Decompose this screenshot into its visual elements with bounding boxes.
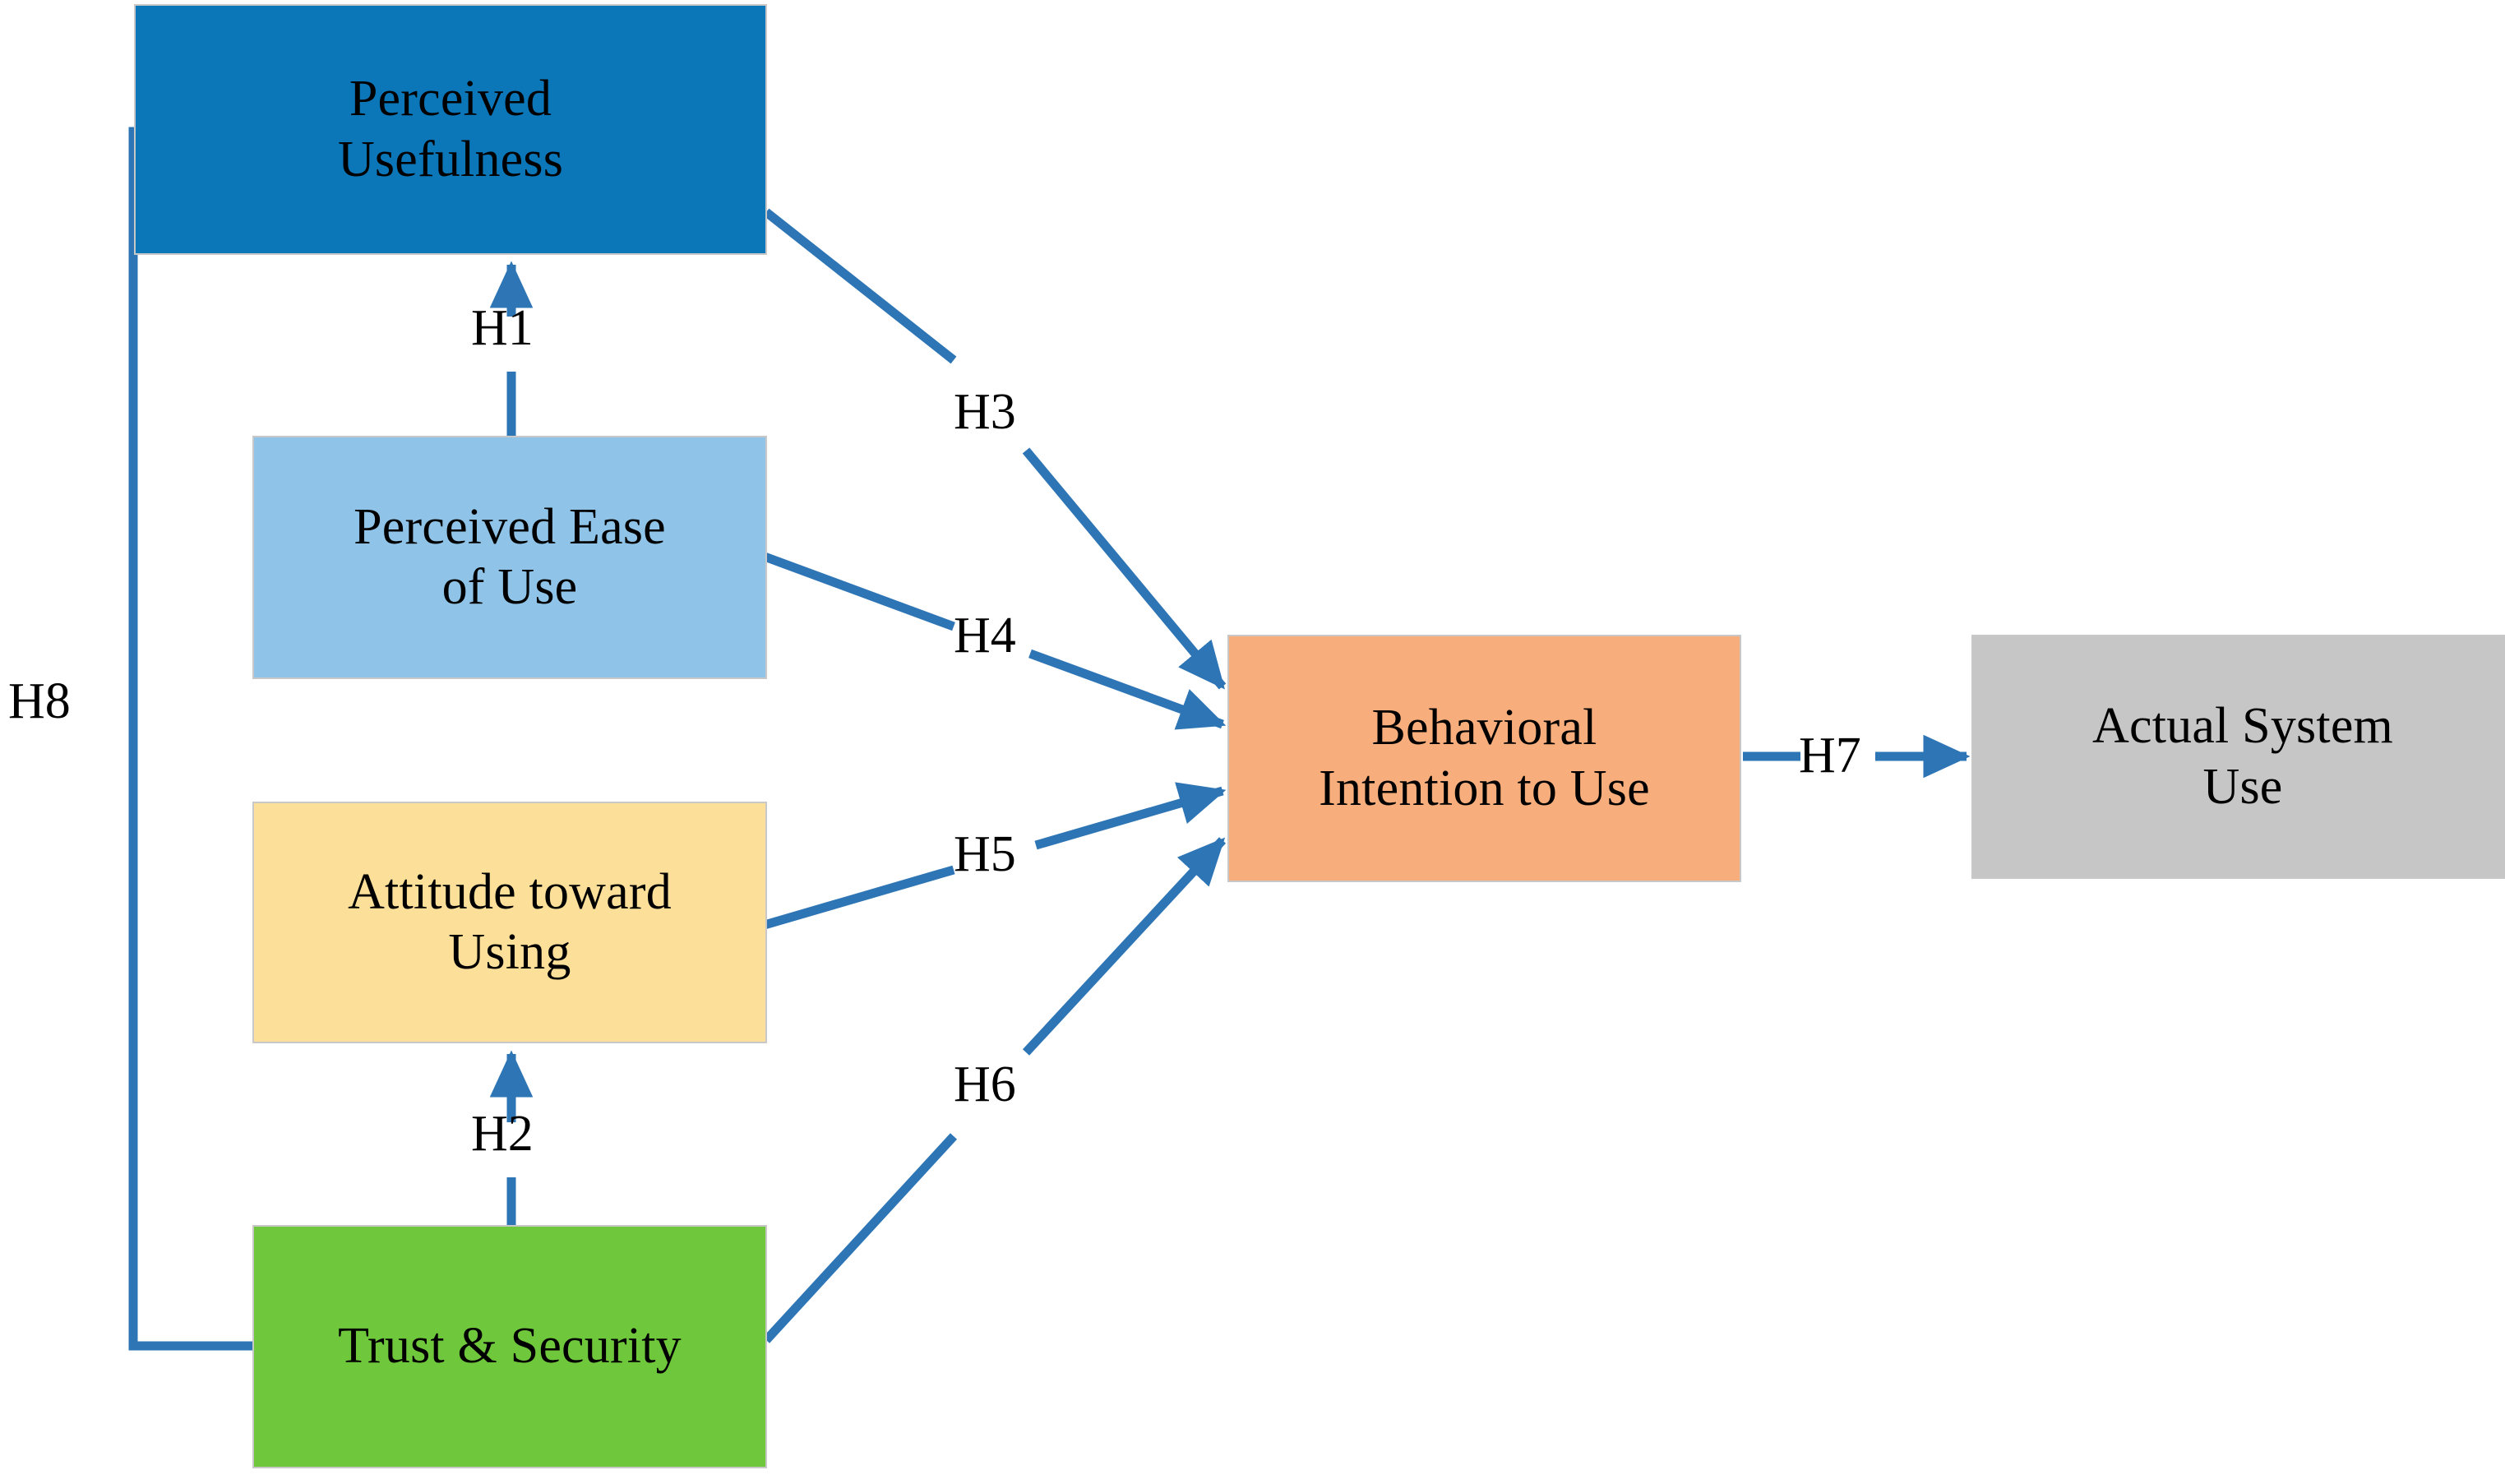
- edge-label-h6: H6: [954, 1056, 1016, 1112]
- node-perceived-usefulness-label: Perceived Usefulness: [337, 71, 564, 187]
- edge-label-h5: H5: [954, 826, 1016, 882]
- edge-label-h7: H7: [1799, 728, 1861, 784]
- node-behavioral-intention-to-use-label: Behavioral Intention to Use: [1319, 700, 1650, 816]
- node-behavioral-intention-to-use[interactable]: Behavioral Intention to Use: [1227, 635, 1741, 882]
- node-perceived-ease-of-use-label: Perceived Ease of Use: [354, 498, 666, 615]
- edge-label-h8: H8: [8, 673, 71, 729]
- node-actual-system-use[interactable]: Actual System Use: [1971, 635, 2505, 879]
- node-actual-system-use-label: Actual System Use: [2092, 698, 2393, 815]
- node-trust-and-security-label: Trust & Security: [338, 1318, 682, 1375]
- edge-h8: [128, 109, 252, 1351]
- edge-label-h1: H1: [471, 300, 534, 356]
- node-trust-and-security[interactable]: Trust & Security: [252, 1225, 767, 1468]
- edge-label-h3: H3: [954, 384, 1016, 440]
- node-attitude-toward-using-label: Attitude toward Using: [348, 863, 672, 980]
- edge-label-h2: H2: [471, 1106, 534, 1162]
- node-attitude-toward-using[interactable]: Attitude toward Using: [252, 802, 767, 1043]
- edge-label-h4: H4: [954, 608, 1016, 663]
- node-perceived-usefulness[interactable]: Perceived Usefulness: [134, 4, 767, 255]
- node-perceived-ease-of-use[interactable]: Perceived Ease of Use: [252, 436, 767, 679]
